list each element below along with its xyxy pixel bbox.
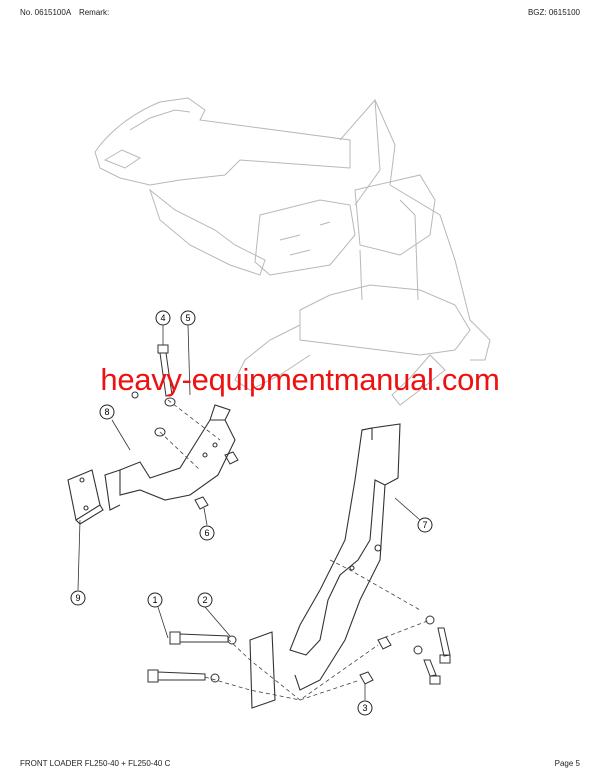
svg-text:4: 4 bbox=[160, 313, 165, 323]
header-left: No. 0615100A Remark: bbox=[20, 8, 109, 17]
plate-part-9 bbox=[67, 469, 104, 525]
svg-text:6: 6 bbox=[204, 528, 209, 538]
watermark: heavy-equipmentmanual.com bbox=[100, 362, 500, 397]
bracket-part-7 bbox=[289, 423, 401, 691]
callout-9: 9 bbox=[70, 590, 86, 606]
svg-text:8: 8 bbox=[104, 407, 109, 417]
remark-label: Remark: bbox=[78, 8, 110, 17]
svg-text:3: 3 bbox=[362, 703, 367, 713]
svg-text:1: 1 bbox=[152, 595, 157, 605]
nut-part-3 bbox=[359, 636, 392, 685]
callout-3: 3 bbox=[357, 700, 373, 716]
washer-group-upper bbox=[131, 391, 176, 437]
svg-text:2: 2 bbox=[202, 595, 207, 605]
callout-5: 5 bbox=[180, 310, 196, 326]
loader-arm-background bbox=[94, 97, 491, 406]
nut-part-2 bbox=[210, 635, 237, 683]
doc-number: No. 0615100A bbox=[20, 8, 71, 17]
callout-6: 6 bbox=[199, 525, 215, 541]
bgz-number: BGZ: 0615100 bbox=[527, 8, 580, 17]
svg-text:5: 5 bbox=[185, 313, 190, 323]
bolt-right-group bbox=[413, 615, 451, 685]
assembly-lines bbox=[159, 399, 431, 701]
page-number: Page 5 bbox=[554, 759, 580, 768]
callout-2: 2 bbox=[197, 592, 213, 608]
callout-4: 4 bbox=[155, 310, 171, 326]
lower-plate bbox=[249, 631, 276, 709]
callout-1: 1 bbox=[147, 592, 163, 608]
leader-lines bbox=[77, 324, 421, 700]
footer-title: FRONT LOADER FL250-40 + FL250-40 C bbox=[20, 759, 171, 768]
callout-markers: 1 2 3 4 5 6 7 8 bbox=[70, 310, 433, 716]
callout-8: 8 bbox=[99, 404, 115, 420]
bracket-part-8 bbox=[104, 404, 236, 511]
callout-7: 7 bbox=[417, 517, 433, 533]
nut-part-6 bbox=[194, 451, 239, 510]
svg-text:7: 7 bbox=[422, 520, 427, 530]
svg-text:9: 9 bbox=[75, 593, 80, 603]
